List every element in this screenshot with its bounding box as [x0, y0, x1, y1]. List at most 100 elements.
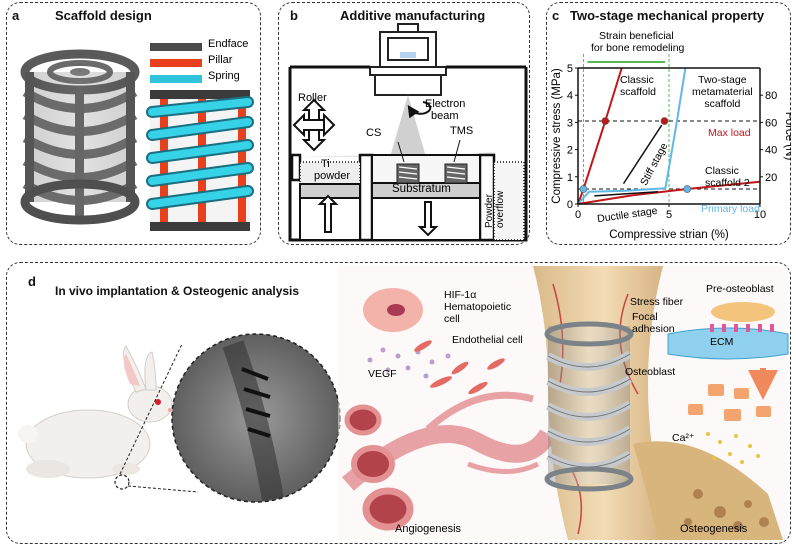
in-vivo-illustration: [18, 266, 789, 540]
legend-pillar-label: Pillar: [208, 54, 233, 66]
x-axis-title: Compressive strian (%): [609, 229, 729, 241]
y-tick-label: 5: [567, 63, 573, 75]
legend-endface-label: Endface: [208, 38, 249, 50]
powder-overflow-bin: [493, 161, 525, 241]
y-tick-label: 3: [567, 117, 573, 129]
y-tick-label: 1: [567, 172, 573, 184]
label-hif: HIF-1α: [444, 289, 477, 301]
panel-c-letter: c: [552, 8, 560, 23]
scaffold-3d-model: [20, 49, 140, 225]
label-stress-fiber: Stress fiber: [630, 296, 684, 308]
label-osteoblast: Osteoblast: [625, 366, 676, 378]
powder-overflow-label: Powder overflow: [484, 191, 506, 228]
substratum-label: Substratum: [392, 183, 451, 195]
panel-b-title: Additive manufacturing: [340, 8, 486, 23]
x-tick-label: 10: [754, 209, 766, 221]
osteoblast-cells: [688, 384, 771, 421]
overflow-label-2: overflow: [495, 190, 506, 228]
series-line: [577, 180, 761, 205]
calcium-particles: [706, 432, 760, 464]
ti-powder-label-1: Ti: [321, 158, 330, 170]
y2-axis-title: Force (N): [783, 112, 791, 161]
data-point: [683, 185, 691, 193]
x-tick-label: 5: [666, 209, 672, 221]
stiff-stage-arrow: [622, 124, 663, 185]
label-endothelial-cell: Endothelial cell: [452, 334, 523, 346]
hemato-label-2: cell: [444, 313, 460, 325]
panel-d-letter: d: [28, 274, 36, 289]
panel-c: [546, 2, 791, 245]
electron-beam-cone: [390, 95, 426, 157]
label-osteogenesis: Osteogenesis: [680, 523, 748, 535]
y2-tick-label: 60: [765, 117, 777, 129]
label-angiogenesis: Angiogenesis: [395, 523, 462, 535]
legend-spring-label: Spring: [208, 70, 240, 82]
series-line: [577, 67, 687, 205]
blood-vessels: [342, 391, 556, 531]
ductile-stage-arrow: [594, 191, 659, 197]
data-point: [660, 117, 669, 125]
y-tick-label: 0: [567, 199, 573, 211]
two-stage-label-2: metamaterial: [692, 86, 753, 98]
endothelial-cells: [414, 340, 505, 395]
implanted-scaffold: [544, 321, 634, 492]
scaffold-illustration: [20, 43, 254, 231]
label-pre-osteoblast: Pre-osteoblast: [706, 283, 774, 295]
panel-b-letter: b: [290, 8, 298, 23]
label-max-load: Max load: [708, 127, 751, 139]
data-point: [601, 117, 610, 125]
y-tick-label: 4: [567, 90, 573, 102]
overflow-label-1: Powder: [484, 194, 495, 228]
panel-a: [6, 2, 261, 245]
panel-d: [6, 262, 791, 544]
label-ecm: ECM: [710, 336, 734, 348]
focal-label-1: Focal: [632, 311, 658, 323]
two-stage-label-1: Two-stage: [698, 74, 747, 86]
panel-c-title: Two-stage mechanical property: [570, 8, 765, 23]
panel-d-title: In vivo implantation & Osteogenic analys…: [55, 284, 300, 298]
panel-a-letter: a: [12, 8, 20, 23]
classic-label-1: Classic: [620, 74, 654, 86]
electron-gun: [369, 23, 447, 96]
y2-tick-label: 40: [765, 145, 777, 157]
two-stage-label-3: scaffold: [704, 98, 741, 110]
ti-powder-label-2: powder: [314, 170, 351, 182]
roller-arrows: [292, 98, 336, 152]
electron-beam-label-2: beam: [431, 110, 459, 122]
y-tick-label: 2: [567, 145, 573, 157]
hematopoietic-cell: [363, 288, 423, 332]
cs-label: CS: [366, 127, 382, 139]
additive-manufacturing-diagram: [288, 23, 528, 242]
hemato-label-1: Hematopoietic: [444, 301, 512, 313]
data-point: [579, 185, 588, 193]
label-hematopoietic: Hematopoietic cell: [444, 301, 511, 325]
powder-up-arrow: [317, 194, 339, 233]
label-calcium: Ca²⁺: [672, 432, 695, 444]
xray-image: [171, 333, 341, 503]
label-classic-scaffold: Classic scaffold: [620, 74, 656, 98]
osteogenesis-bone: [633, 441, 783, 540]
label-primary-load: Primary load: [701, 203, 760, 215]
panel-a-title: Scaffold design: [55, 8, 152, 23]
build-down-arrow: [417, 201, 439, 237]
label-vegf: VEGF: [368, 368, 397, 380]
strain-annotation-2: for bone remodeling: [591, 42, 685, 54]
y-axis-title: Compressive stress (MPa): [551, 68, 563, 204]
vegf-particles: [367, 347, 451, 379]
x-tick-label: 0: [575, 209, 581, 221]
y2-tick-label: 20: [765, 172, 777, 184]
classic-label-2: scaffold: [620, 86, 656, 98]
ecm-membrane: [667, 302, 789, 360]
rabbit-illustration: [18, 345, 173, 479]
strain-annotation-1: Strain beneficial: [599, 30, 674, 42]
beam-deflection-arrow: [407, 101, 432, 119]
focal-label-2: adhesion: [632, 323, 675, 335]
classic2-label-1: Classic: [705, 165, 739, 177]
tms-label: TMS: [450, 125, 474, 137]
legend-swatches: [150, 43, 202, 83]
electron-beam-label-1: Electron: [425, 98, 466, 110]
label-classic-scaffold-2: Classic scaffold 2: [705, 165, 750, 189]
series-line: [577, 67, 623, 205]
label-two-stage: Two-stage metamaterial scaffold: [692, 74, 753, 110]
